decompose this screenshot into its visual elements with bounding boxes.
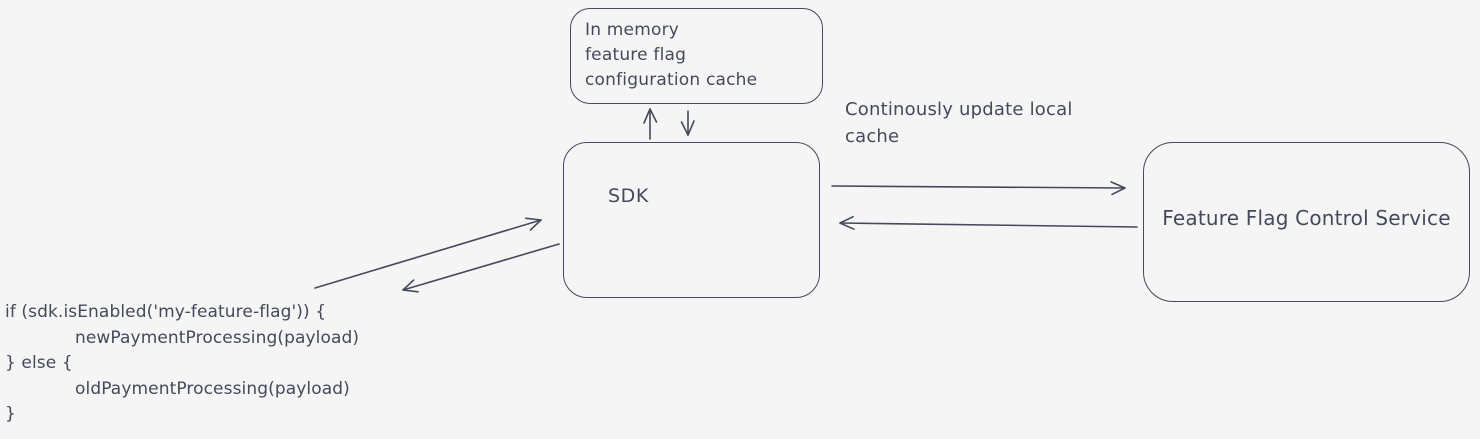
arrow-code-to-sdk-icon	[314, 217, 542, 289]
code-line: }	[5, 404, 16, 424]
code-line: newPaymentProcessing(payload)	[75, 327, 360, 348]
code-snippet: if (sdk.isEnabled('my-feature-flag')) { …	[5, 300, 359, 428]
edge-label-update-cache: Continously update local cache	[845, 99, 1073, 147]
code-line: oldPaymentProcessing(payload)	[75, 378, 350, 399]
arrow-service-to-sdk-icon	[839, 215, 1138, 230]
code-line: } else {	[5, 353, 73, 373]
service-node: Feature Flag Control Service	[1143, 142, 1470, 302]
sdk-node: SDK	[563, 142, 820, 298]
cache-node: In memory feature flag configuration cac…	[570, 8, 823, 104]
cache-node-label: In memory feature flag configuration cac…	[585, 20, 758, 90]
service-node-label: Feature Flag Control Service	[1162, 206, 1451, 230]
arrow-sdk-to-code-icon	[402, 243, 560, 293]
arrow-sdk-to-service-icon	[831, 181, 1126, 196]
code-line: if (sdk.isEnabled('my-feature-flag')) {	[5, 302, 327, 322]
sdk-node-label: SDK	[608, 185, 649, 207]
